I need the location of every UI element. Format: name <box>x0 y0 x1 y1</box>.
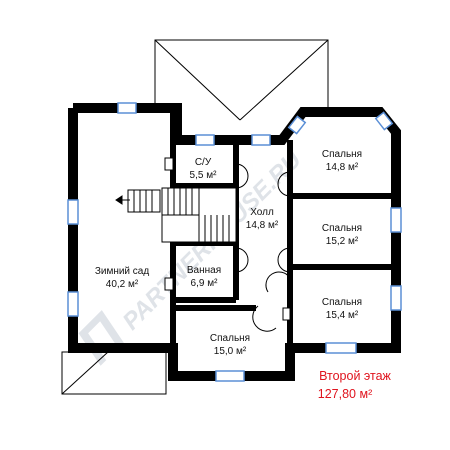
wc-name: С/У <box>195 157 212 168</box>
door-swings <box>235 163 291 332</box>
windows <box>67 102 402 382</box>
floor-total-area: 127,80 м² <box>318 387 372 401</box>
winter-garden-name: Зимний сад <box>95 266 150 277</box>
bedroom-se-name: Спальня <box>322 297 362 308</box>
floor-summary: Второй этаж 127,80 м² <box>318 369 392 401</box>
bedroom-ne-name: Спальня <box>322 149 362 160</box>
hall-area: 14,8 м² <box>246 220 279 231</box>
room-labels: Зимний сад 40,2 м² С/У 5,5 м² Холл 14,8 … <box>95 149 362 357</box>
wc-area: 5,5 м² <box>190 170 218 181</box>
exterior-walls <box>68 103 401 381</box>
bath-name: Ванная <box>187 265 221 276</box>
ventilation-ducts <box>164 157 291 321</box>
hall-name: Холл <box>250 207 274 218</box>
bedroom-se-area: 15,4 м² <box>326 310 359 321</box>
winter-garden-area: 40,2 м² <box>106 279 139 290</box>
bedroom-s-area: 15,0 м² <box>214 346 247 357</box>
bedroom-e-area: 15,2 м² <box>326 236 359 247</box>
stairs <box>115 187 237 243</box>
floor-name: Второй этаж <box>319 369 391 383</box>
bedroom-s-name: Спальня <box>210 333 250 344</box>
bedroom-e-name: Спальня <box>322 223 362 234</box>
bath-area: 6,9 м² <box>191 278 219 289</box>
roof-outline <box>154 39 329 121</box>
bedroom-ne-area: 14,8 м² <box>326 162 359 173</box>
watermark: П PARTNERHOUSE.RU <box>64 146 307 375</box>
